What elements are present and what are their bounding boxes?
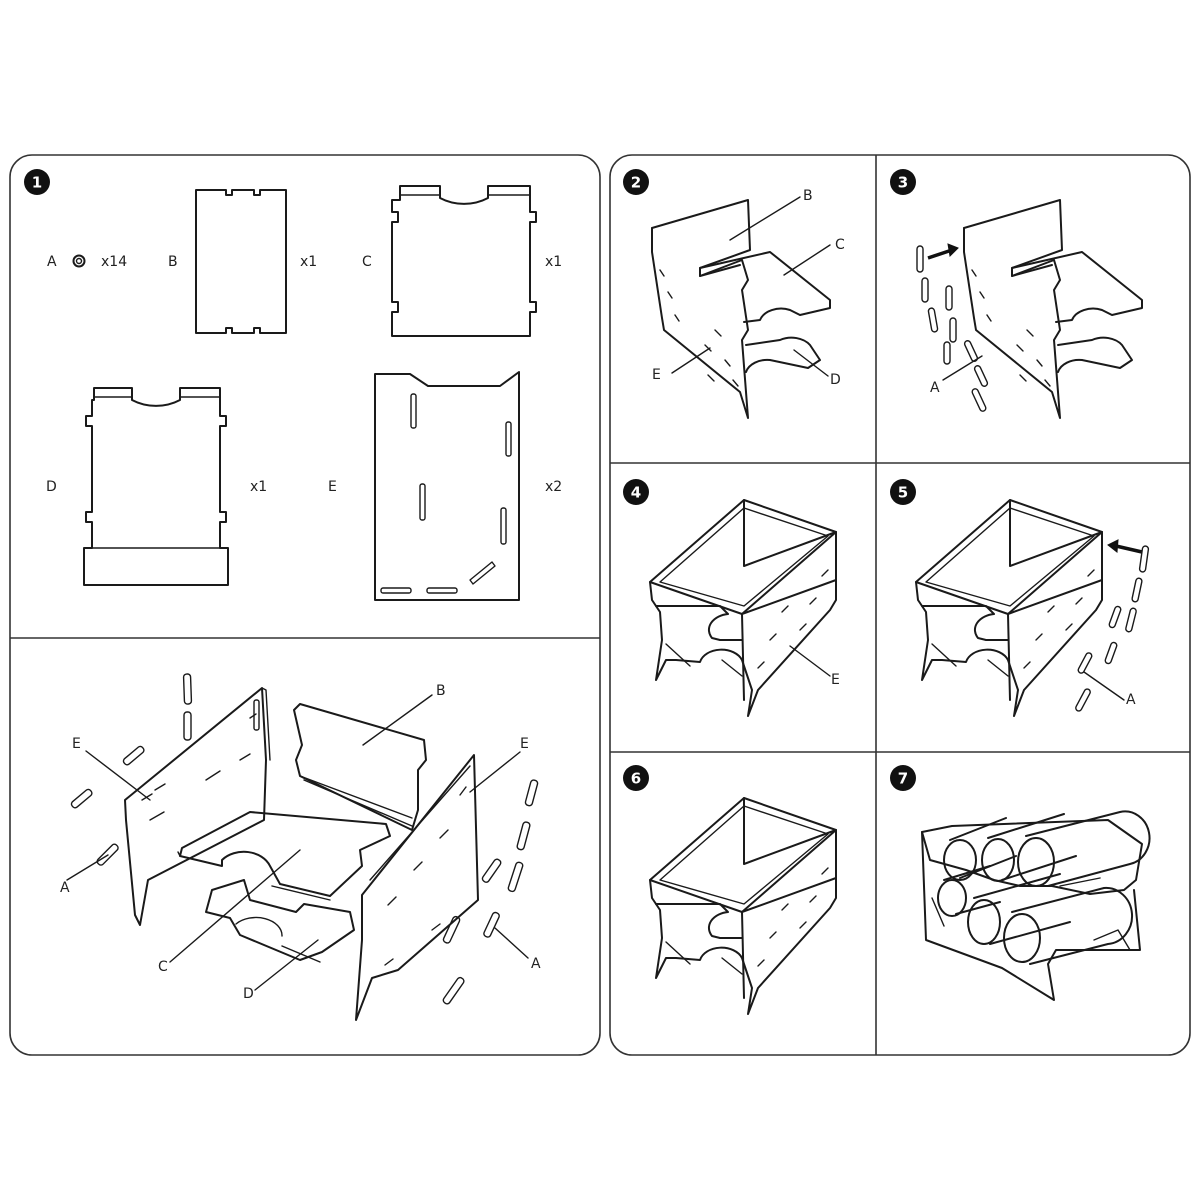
svg-text:3: 3 <box>898 174 908 192</box>
right-panel-frame <box>609 154 1191 1056</box>
svg-text:C: C <box>158 959 168 975</box>
part-e-panel: E x2 <box>328 371 562 601</box>
svg-text:D: D <box>46 479 57 495</box>
svg-text:1: 1 <box>32 174 42 192</box>
svg-text:D: D <box>830 372 841 388</box>
step-6-badge: 6 <box>623 765 649 791</box>
svg-text:C: C <box>362 254 372 270</box>
step-5-badge: 5 <box>890 479 916 505</box>
svg-text:6: 6 <box>631 770 641 788</box>
bottle-top-middle <box>981 813 1077 882</box>
svg-text:D: D <box>243 986 254 1002</box>
part-c-panel: C x1 <box>362 185 562 337</box>
step-7-diagram <box>921 810 1151 1001</box>
svg-text:x2: x2 <box>545 479 562 495</box>
svg-text:x1: x1 <box>545 254 562 270</box>
svg-text:E: E <box>520 736 529 752</box>
svg-text:2: 2 <box>631 174 641 192</box>
svg-text:E: E <box>72 736 81 752</box>
svg-text:E: E <box>328 479 337 495</box>
step-3-diagram: A <box>916 199 1143 419</box>
step-3-badge: 3 <box>890 169 916 195</box>
step-4-diagram: E <box>649 499 840 717</box>
svg-text:x1: x1 <box>300 254 317 270</box>
svg-text:A: A <box>531 956 541 972</box>
svg-text:5: 5 <box>898 484 908 502</box>
bottle-top-right <box>1017 810 1151 887</box>
step-4-badge: 4 <box>623 479 649 505</box>
bottle-bottom-left <box>937 865 1001 917</box>
svg-text:E: E <box>831 672 840 688</box>
step-2-diagram: B C E D <box>651 188 845 419</box>
step-2-badge: 2 <box>623 169 649 195</box>
svg-text:4: 4 <box>631 484 641 502</box>
step-5-diagram: A <box>915 499 1150 717</box>
svg-text:C: C <box>835 237 845 253</box>
svg-text:E: E <box>652 367 661 383</box>
svg-text:A: A <box>47 254 57 270</box>
part-b-panel: B x1 <box>168 189 317 334</box>
exploded-view: E B E A C D A <box>60 673 541 1021</box>
svg-text:7: 7 <box>898 770 908 788</box>
svg-text:A: A <box>930 380 940 396</box>
svg-text:B: B <box>168 254 178 270</box>
left-panel-frame <box>9 154 601 1056</box>
svg-text:A: A <box>60 880 70 896</box>
part-d-panel: D x1 <box>46 387 267 586</box>
step-7-badge: 7 <box>890 765 916 791</box>
bottle-bottom-right <box>1003 886 1133 965</box>
bottle-top-left <box>943 817 1017 881</box>
svg-text:B: B <box>803 188 813 204</box>
step-6-diagram <box>649 797 837 1015</box>
svg-text:x1: x1 <box>250 479 267 495</box>
svg-text:B: B <box>436 683 446 699</box>
svg-text:A: A <box>1126 692 1136 708</box>
svg-text:x14: x14 <box>101 254 127 270</box>
part-a-peg: A x14 <box>47 254 127 270</box>
step-1-badge: 1 <box>24 169 50 195</box>
